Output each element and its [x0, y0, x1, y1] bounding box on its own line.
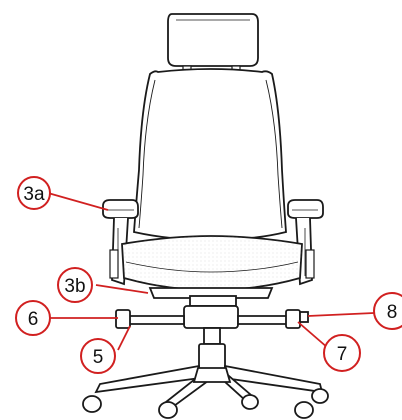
armrest-right: [287, 199, 324, 286]
backrest: [133, 68, 287, 241]
callout-label-8: 8: [387, 302, 398, 323]
gas-cylinder: [198, 327, 226, 371]
callout-8: 8: [373, 292, 402, 330]
mechanism: [115, 287, 309, 329]
callout-label-6: 6: [28, 309, 39, 330]
callout-3a: 3a: [17, 176, 51, 210]
callout-3b: 3b: [57, 267, 93, 303]
callout-6: 6: [15, 300, 51, 336]
callout-label-3b: 3b: [64, 276, 85, 297]
callout-5: 5: [80, 338, 116, 374]
callout-label-7: 7: [337, 344, 348, 365]
leader-lines: [47, 192, 375, 351]
callout-label-5: 5: [93, 347, 104, 368]
callout-label-3a: 3a: [23, 184, 45, 205]
casters: [82, 388, 329, 419]
star-base: [94, 364, 324, 408]
callout-7: 7: [323, 334, 361, 372]
seat: [121, 235, 303, 291]
headrest: [167, 13, 259, 73]
